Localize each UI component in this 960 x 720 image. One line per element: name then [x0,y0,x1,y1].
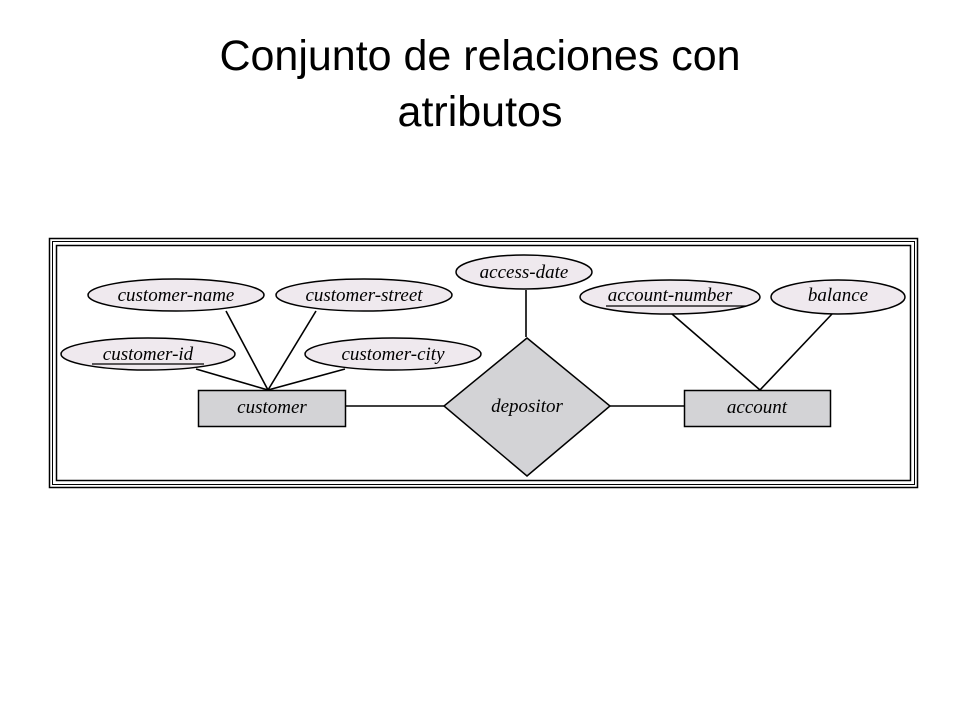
line-balance-account [759,313,833,391]
attribute-label: access-date [480,262,569,283]
attribute-label: customer-street [305,285,423,306]
attribute-label: customer-city [341,344,445,365]
attribute-label: customer-name [118,285,235,306]
attribute-access-date: access-date [455,254,593,290]
entity-customer: customer [197,389,347,428]
line-street-customer [267,310,317,391]
relationship-label: depositor [491,396,563,417]
attribute-balance: balance [770,279,906,315]
attribute-account-number: account-number [579,279,761,315]
line-id-customer [195,368,269,391]
entity-label: account [727,397,788,418]
line-city-customer [267,368,346,391]
relationship-depositor: depositor [442,337,612,477]
title-line-2: atributos [397,88,563,136]
diagram-frame [48,237,919,489]
attribute-label: customer-id [103,344,194,365]
line-number-account [671,313,761,391]
attribute-label: balance [808,285,868,306]
attribute-customer-street: customer-street [275,278,453,312]
attribute-customer-city: customer-city [304,337,482,371]
entity-account: account [683,389,832,428]
connector-lines [195,290,833,407]
line-name-customer [225,310,269,391]
attribute-customer-id: customer-id [60,337,236,371]
title-line-1: Conjunto de relaciones con [219,32,741,80]
page-title: Conjunto de relaciones con atributos [0,28,960,140]
attribute-customer-name: customer-name [87,278,265,312]
entity-label: customer [237,397,307,418]
attribute-label: account-number [608,285,733,306]
